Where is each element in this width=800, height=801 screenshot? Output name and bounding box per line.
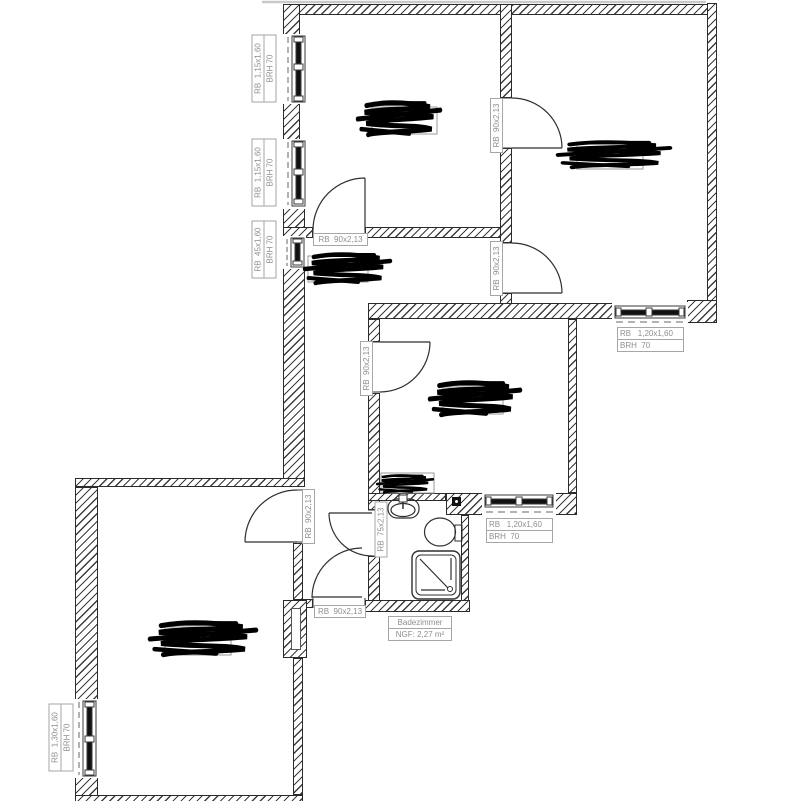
door-label: RB 90x2,13 [490, 241, 503, 296]
door-label: RB 90x2,13 [314, 605, 366, 618]
window-sill-label: BRH 70 [486, 530, 553, 543]
window-label: RB 1,15x1,60 BRH 70 [251, 34, 277, 103]
door-label: RB 75x2,13 [374, 501, 388, 558]
redacted-room-name [358, 103, 441, 135]
window-label: RB 45x1,60 BRH 70 [251, 220, 277, 279]
window-label: RB 1,20x1,60 BRH 70 [617, 327, 684, 352]
window-symbol [74, 34, 688, 778]
door-size-label: RB 90x2,13 [360, 341, 373, 396]
door-size-label: RB 90x2,13 [490, 241, 503, 296]
window-label: RB 1,20x1,60 BRH 70 [486, 518, 553, 543]
window-sill-label: BRH 70 [617, 339, 684, 352]
vent-square [452, 497, 461, 506]
door-size-label: RB 90x2,13 [313, 233, 368, 246]
room-label-bathroom: Badezimmer NGF: 2,27 m² [388, 616, 452, 641]
toilet [423, 517, 463, 547]
redacted-label-box [164, 106, 644, 656]
door-swing [244, 97, 563, 599]
window-sill-label: BRH 70 [60, 703, 74, 772]
door-jambs [293, 97, 512, 608]
wall-segment [293, 658, 303, 795]
door-label: RB 90x2,13 [490, 98, 503, 153]
door-label: RB 90x2,13 [313, 233, 368, 246]
door-size-label: RB 75x2,13 [374, 501, 388, 558]
wall-segment [293, 543, 303, 600]
wall-segment [75, 795, 303, 801]
redacted-room-name [558, 142, 669, 167]
window-label: RB 1,15x1,60 BRH 70 [251, 138, 277, 207]
window-sill-label: BRH 70 [263, 34, 277, 103]
window-sill-label: BRH 70 [263, 138, 277, 207]
door-size-label: RB 90x2,13 [314, 605, 366, 618]
window-sill-label: BRH 70 [263, 220, 277, 279]
shower-tray [411, 550, 461, 600]
door-label: RB 90x2,13 [302, 489, 315, 544]
door-size-label: RB 90x2,13 [302, 489, 315, 544]
sink [387, 494, 420, 519]
door-size-label: RB 90x2,13 [490, 98, 503, 153]
wall-segment [75, 478, 305, 487]
shaft-niche [291, 608, 301, 650]
door-label: RB 90x2,13 [360, 341, 373, 396]
room-area: NGF: 2,27 m² [388, 628, 452, 641]
window-label: RB 1,30x1,60 BRH 70 [48, 703, 74, 772]
wall-segment [568, 319, 577, 493]
